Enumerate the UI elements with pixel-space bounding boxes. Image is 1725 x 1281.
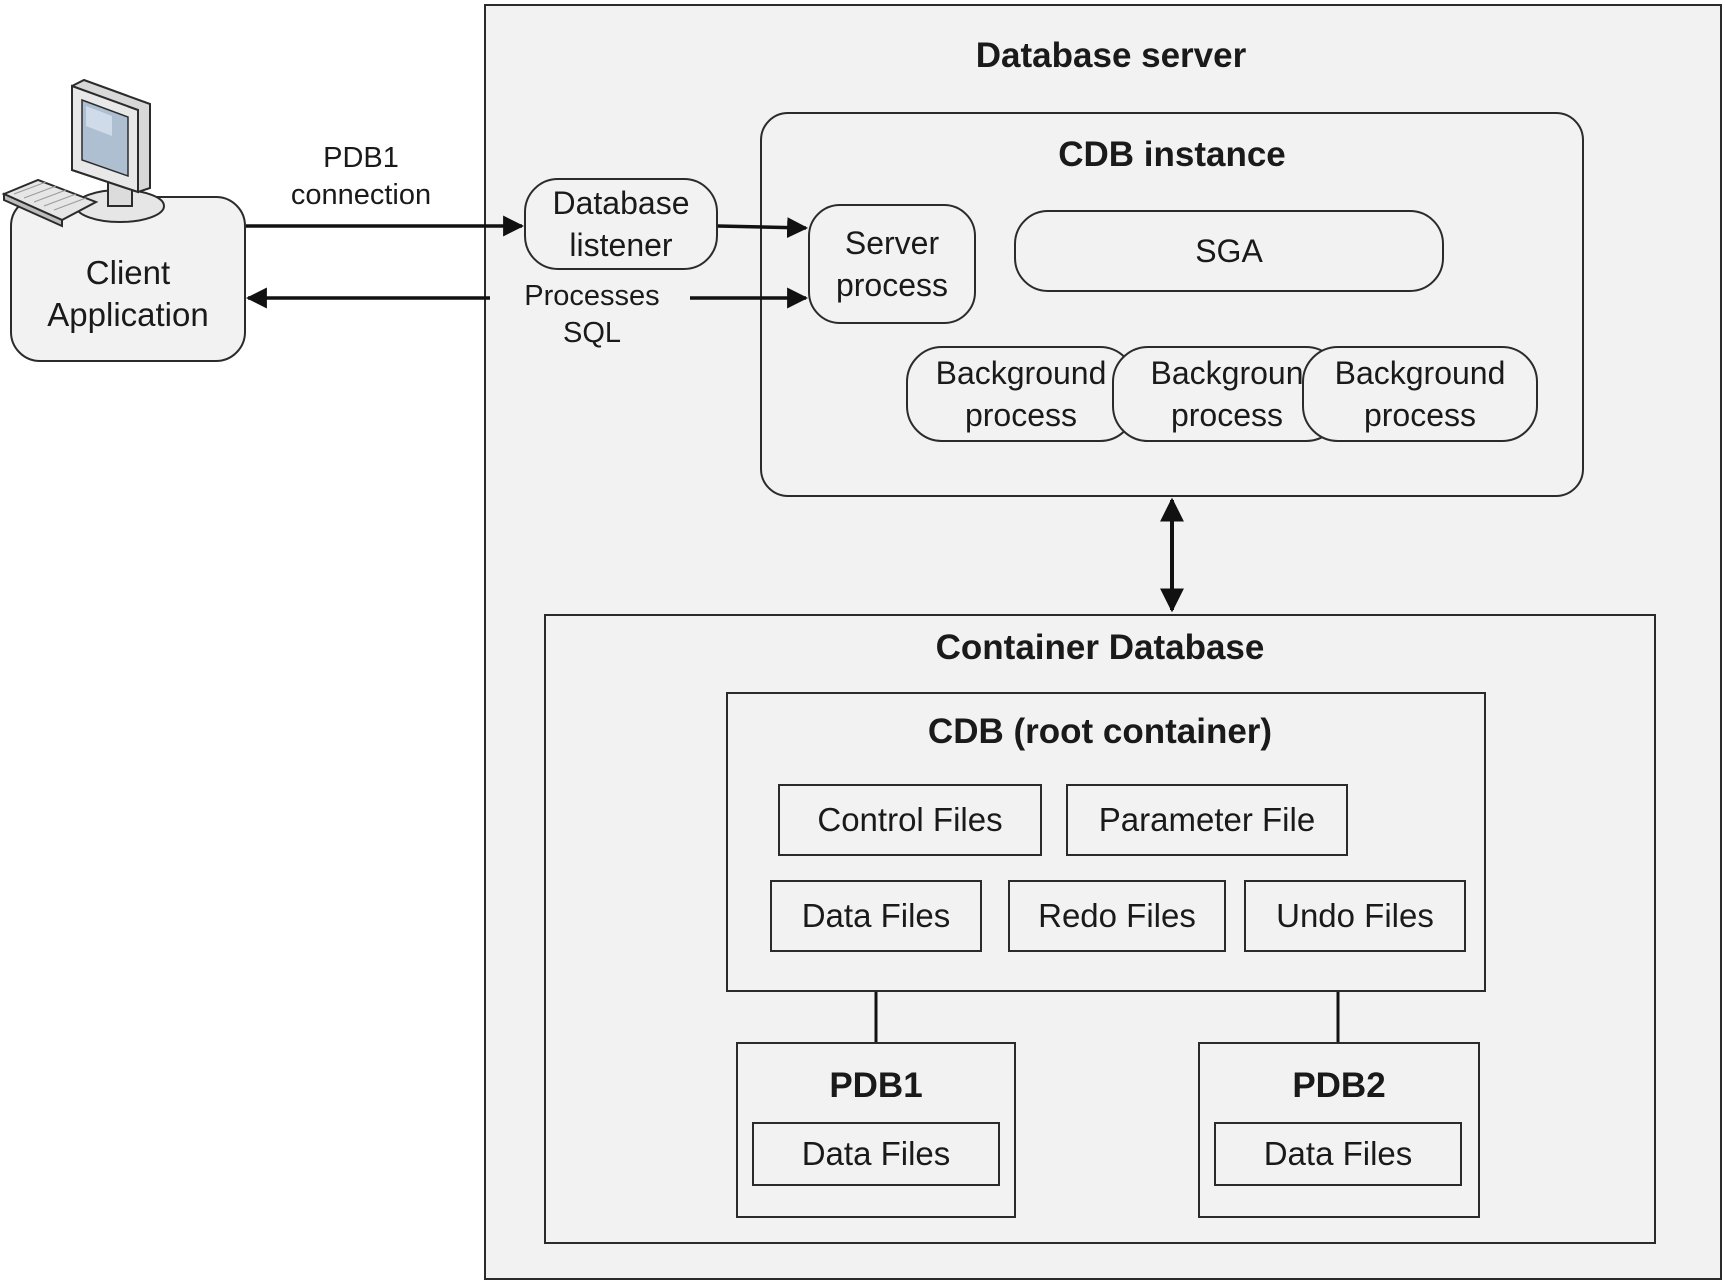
pdb1-connection-label: PDB1 connection xyxy=(290,142,432,211)
database-server-title: Database server xyxy=(975,36,1247,75)
client-application-node[interactable]: Client Application xyxy=(10,196,246,362)
pdb2-data-files-box: Data Files xyxy=(1214,1122,1462,1186)
background-process-label-1: Background process xyxy=(935,355,1107,433)
database-listener-node: Database listener xyxy=(524,178,718,270)
pdb2-title: PDB2 xyxy=(1292,1066,1386,1105)
background-process-label-2: Backgroun process xyxy=(1150,355,1304,433)
server-process-label: Server process xyxy=(835,225,949,303)
redo-files-box: Redo Files xyxy=(1008,880,1226,952)
background-process-node-3: Background process xyxy=(1302,346,1538,442)
control-files-box: Control Files xyxy=(778,784,1042,856)
cdb-root-container-title: CDB (root container) xyxy=(927,712,1273,751)
data-files-box: Data Files xyxy=(770,880,982,952)
client-application-label: Client Application xyxy=(47,254,209,333)
listener-to-server-process-arrow xyxy=(717,217,809,239)
background-process-node-1: Background process xyxy=(906,346,1136,442)
background-process-label-3: Background process xyxy=(1334,355,1506,433)
pdb1-title: PDB1 xyxy=(829,1066,923,1105)
pdb1-data-files-box: Data Files xyxy=(752,1122,1000,1186)
sga-node: SGA xyxy=(1014,210,1444,292)
parameter-file-box: Parameter File xyxy=(1066,784,1348,856)
cdb-instance-title: CDB instance xyxy=(1058,135,1286,174)
undo-files-box: Undo Files xyxy=(1244,880,1466,952)
sga-label: SGA xyxy=(1195,233,1263,269)
database-listener-label: Database listener xyxy=(552,185,690,263)
server-process-node: Server process xyxy=(808,204,976,324)
processes-sql-label: Processes SQL xyxy=(524,280,660,349)
container-database-title: Container Database xyxy=(935,628,1265,667)
computer-icon xyxy=(1,78,165,228)
